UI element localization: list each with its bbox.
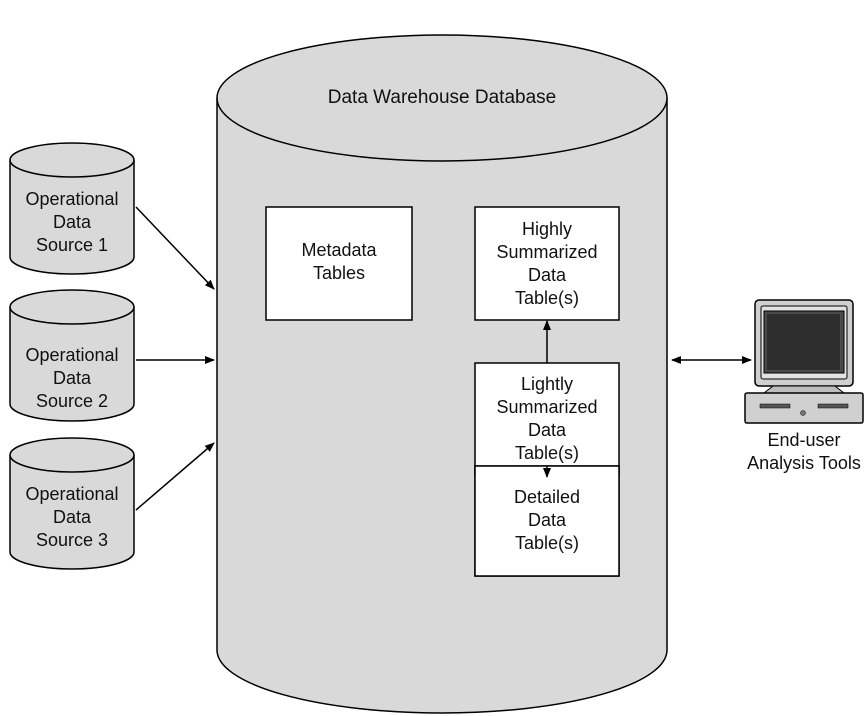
source-3-line-2: Data (53, 507, 92, 527)
source-3-line-1: Operational (25, 484, 118, 504)
lightly-line-1: Lightly (521, 374, 573, 394)
source-2-line-2: Data (53, 368, 92, 388)
source-2-line-3: Source 2 (36, 391, 108, 411)
warehouse-title: Data Warehouse Database (328, 87, 556, 108)
source-1-line-2: Data (53, 212, 92, 232)
detailed-box (474, 465, 620, 577)
lightly-line-4: Table(s) (515, 443, 579, 463)
highly-line-3: Data (528, 265, 567, 285)
metadata-line-2: Tables (313, 263, 365, 283)
highly-line-1: Highly (522, 219, 572, 239)
lightly-summarized-box: Lightly Summarized Data Table(s) (474, 362, 620, 476)
end-user-line-2: Analysis Tools (747, 453, 861, 473)
lightly-line-3: Data (528, 420, 567, 440)
arrow-source-1 (135, 206, 215, 290)
source-3-line-3: Source 3 (36, 530, 108, 550)
end-user-line-1: End-user (767, 430, 840, 450)
highly-line-2: Summarized (496, 242, 597, 262)
source-1-cylinder: Operational Data Source 1 (9, 142, 135, 275)
metadata-line-1: Metadata (301, 240, 377, 260)
source-3-cylinder: Operational Data Source 3 (9, 437, 135, 570)
metadata-tables-box: Metadata Tables (265, 206, 413, 321)
desktop-computer-icon (744, 299, 864, 424)
arrow-source-3 (135, 442, 215, 511)
source-1-line-1: Operational (25, 189, 118, 209)
highly-summarized-box: Highly Summarized Data Table(s) (474, 206, 620, 321)
lightly-line-2: Summarized (496, 397, 597, 417)
highly-line-4: Table(s) (515, 288, 579, 308)
source-2-line-1: Operational (25, 345, 118, 365)
source-1-line-3: Source 1 (36, 235, 108, 255)
source-2-cylinder: Operational Data Source 2 (9, 289, 135, 422)
